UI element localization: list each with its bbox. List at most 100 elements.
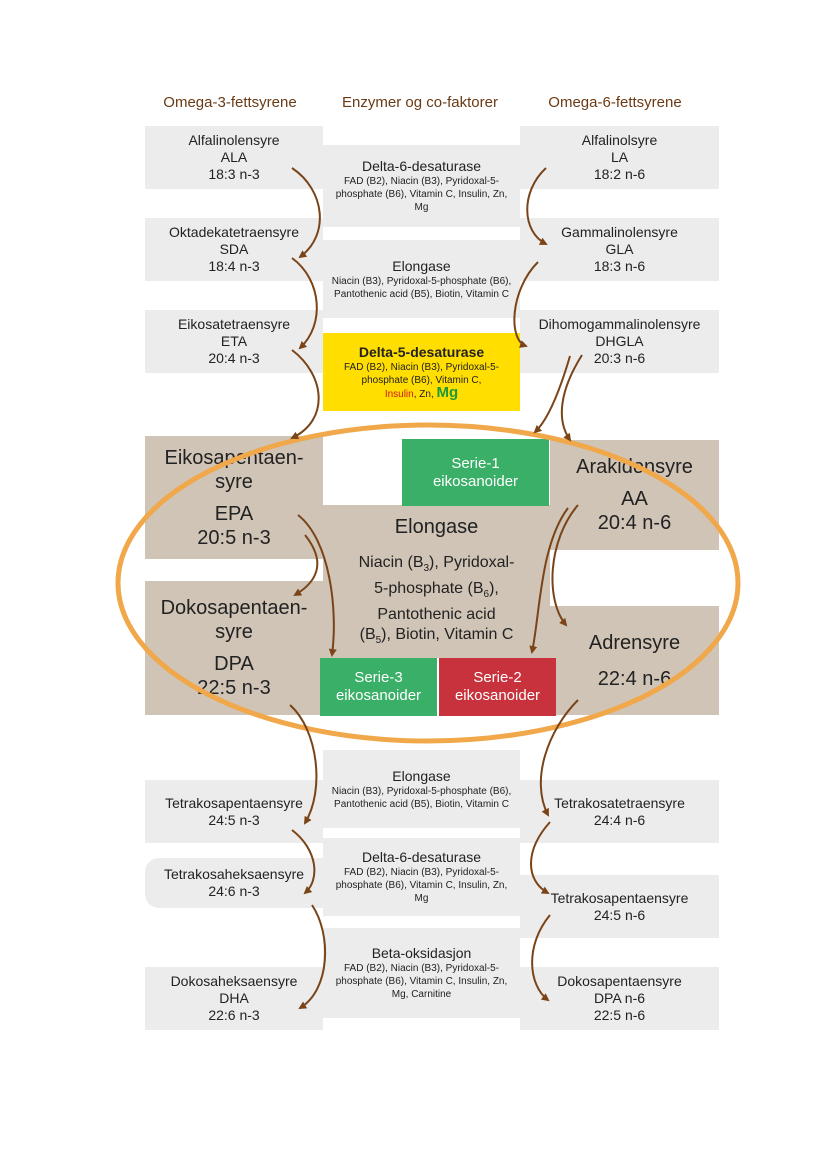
eta-formula: 20:4 n-3 [208,350,260,366]
arrow-dhgla-serie1 [533,355,571,434]
zn-label: , Zn, [413,388,437,400]
dha-name: Dokosaheksaensyre [170,973,298,989]
enzyme-delta6-top: Delta-6-desaturase FAD (B2), Niacin (B3)… [323,145,520,227]
cof-line1b: ), Pyridoxal- [429,554,515,571]
serie-2-sub: eikosanoider [454,687,541,704]
box-dpa-n6: Dokosapentaensyre DPA n-6 22:5 n-6 [520,967,719,1030]
enzyme-cofactors: FAD (B2), Niacin (B3), Pyridoxal-5-phosp… [343,361,500,386]
cof-line2a: 5-phosphate (B [374,580,484,598]
epa-abbr: EPA [214,502,254,525]
serie-3-title: Serie-3 [354,669,403,686]
dha-abbr: DHA [219,990,249,1006]
dpa6-name: Dokosapentaensyre [557,973,682,989]
ala-abbr: ALA [220,149,248,165]
epa-name-2: syre [215,470,253,493]
enzyme-beta-oxidation: Beta-oksidasjon FAD (B2), Niacin (B3), P… [323,928,520,1018]
arrow-tta-tpa6 [530,821,551,894]
arrow-adr-tta [539,699,579,817]
box-tetrakosatetraen: Tetrakosatetraensyre 24:4 n-6 [520,780,719,843]
enzyme-cofactors-extra: Insulin, Zn, Mg [332,383,512,401]
cof-sub2: 6 [483,589,490,601]
arrow-epa-serie3 [297,514,337,657]
arrow-tha-dha [298,904,327,1010]
tpa6-name: Tetrakosapentaensyre [550,889,689,906]
serie-1-box: Serie-1 eikosanoider [402,439,549,506]
box-la: Alfalinolsyre LA 18:2 n-6 [520,126,719,189]
enzyme-title: Delta-6-desaturase [361,158,482,174]
dhgla-abbr: DHGLA [595,333,644,349]
cof-sub1: 3 [423,563,430,575]
sda-formula: 18:4 n-3 [208,258,260,274]
dpa-name-1: Dokosapentaen- [160,597,308,619]
arrow-la-gla [526,167,548,245]
tta-formula: 24:4 n-6 [593,811,646,828]
dpa-formula: 22:5 n-3 [197,677,271,699]
cof-sub4: 5 [375,635,382,647]
gla-name: Gammalinolensyre [561,224,678,240]
box-gla: Gammalinolensyre GLA 18:3 n-6 [520,218,719,281]
box-sda: Oktadekatetraensyre SDA 18:4 n-3 [145,218,323,281]
header-omega6: Omega-6-fettsyrene [548,94,682,111]
serie-3-box: Serie-3 eikosanoider [320,658,437,716]
arrow-aa-adrensyre [551,504,579,627]
header-omega3: Omega-3-fettsyrene [163,94,297,111]
enzyme-elongase-bottom: Elongase Niacin (B3), Pyridoxal-5-phosph… [323,750,520,828]
serie-2-title: Serie-2 [473,669,522,686]
box-dha: Dokosaheksaensyre DHA 22:6 n-3 [145,967,323,1030]
enzyme-cofactors: Niacin (B3), Pyridoxal-5-phosphate (B6),… [331,275,512,300]
aa-formula: 20:4 n-6 [597,512,672,534]
dpa-name-2: syre [215,621,253,643]
la-formula: 18:2 n-6 [593,166,646,182]
dha-formula: 22:6 n-3 [208,1007,260,1023]
arrow-tpa-tha [291,829,316,895]
enzyme-elongase-top: Elongase Niacin (B3), Pyridoxal-5-phosph… [323,240,520,318]
enzyme-delta5: Delta-5-desaturase FAD (B2), Niacin (B3)… [323,333,520,411]
tha-name: Tetrakosaheksaensyre [163,866,305,882]
sda-abbr: SDA [219,241,249,257]
box-aa: Arakidonsyre AA 20:4 n-6 [550,440,719,550]
gla-abbr: GLA [605,241,634,257]
arrow-sda-eta [291,257,318,350]
cof-line4b: ), Biotin, Vitamin C [381,626,514,644]
box-adrensyre: Adrensyre 22:4 n-6 [550,606,719,715]
enzyme-title: Delta-6-desaturase [361,849,482,865]
cof-line1a: Niacin (B [358,554,424,571]
sda-name: Oktadekatetraensyre [169,224,299,240]
epa-formula: 20:5 n-3 [197,526,271,549]
la-name: Alfalinolsyre [581,132,658,148]
aa-abbr: AA [621,488,648,510]
ala-formula: 18:3 n-3 [208,166,260,182]
arrow-tpa6-dpa6 [531,914,551,1002]
enzyme-delta6-bottom: Delta-6-desaturase FAD (B2), Niacin (B3)… [323,838,520,916]
box-eta: Eikosatetraensyre ETA 20:4 n-3 [145,310,323,373]
box-epa: Eikosapentaen- syre EPA 20:5 n-3 [145,436,323,559]
enzyme-cofactors: FAD (B2), Niacin (B3), Pyridoxal-5-phosp… [335,176,508,213]
eicosanoid-ellipse [115,422,741,744]
eta-abbr: ETA [220,333,248,349]
cof-line4a: (B [359,626,376,644]
arrow-epa-dpa [293,534,319,597]
serie-1-title: Serie-1 [451,454,500,472]
enzyme-cofactors: Niacin (B3), Pyridoxal- 5-phosphate (B6)… [359,553,515,652]
insulin-label: Insulin [384,388,414,400]
ala-name: Alfalinolensyre [188,132,280,148]
enzyme-title: Elongase [392,257,451,274]
cof-line2b: ), [489,580,499,598]
adr-formula: 22:4 n-6 [597,667,672,690]
arrow-aa-serie2 [529,507,569,654]
dpa-abbr: DPA [214,653,254,675]
box-dhgla: Dihomogammalinolensyre DHGLA 20:3 n-6 [520,310,719,373]
arrow-eta-epa [290,349,320,440]
enzyme-cofactors: Niacin (B3), Pyridoxal-5-phosphate (B6),… [331,785,512,810]
box-tetrakosapentaen-n6: Tetrakosapentaensyre 24:5 n-6 [520,875,719,938]
arrow-dpa-tpa [289,704,318,825]
dpa6-abbr: DPA n-6 [593,990,646,1006]
tpa-formula: 24:5 n-3 [208,811,260,828]
mg-label: Mg [436,383,459,401]
box-dpa: Dokosapentaen- syre DPA 22:5 n-3 [145,581,323,715]
cof-line3: Pantothenic acid [377,606,496,624]
enzyme-title: Beta-oksidasjon [371,945,472,961]
arrow-ala-sda [291,167,321,259]
box-tetrakosapentaen-n3: Tetrakosapentaensyre 24:5 n-3 [145,780,323,843]
